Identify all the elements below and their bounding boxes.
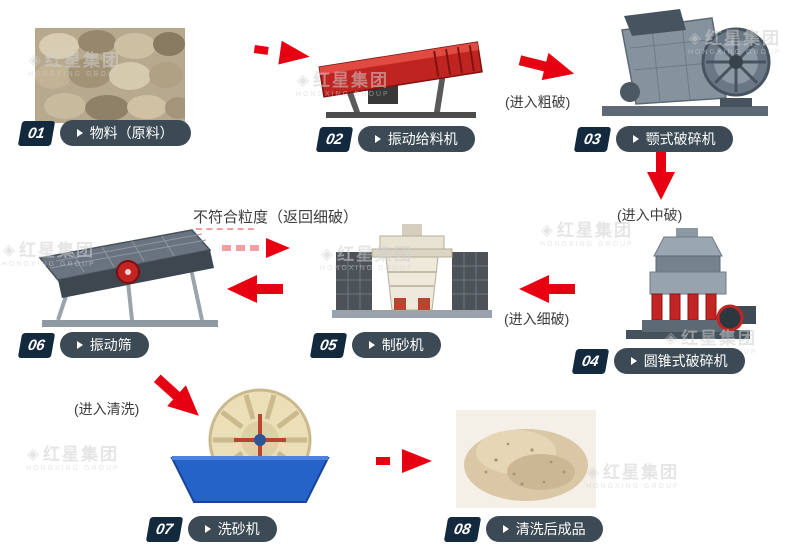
- annotation-enter-washing: (进入清洗): [74, 401, 140, 417]
- node-label: 振动筛: [59, 332, 149, 358]
- node-label: 颚式破碎机: [615, 126, 733, 152]
- node-label-text: 振动给料机: [387, 131, 458, 147]
- node-label-text: 圆锥式破碎机: [643, 353, 728, 369]
- node-label: 制砂机: [351, 332, 441, 358]
- node-tag-02: 02 振动给料机: [315, 126, 475, 152]
- arrow-02-03: [516, 44, 579, 91]
- cone-crusher-illustration: [612, 226, 764, 344]
- node-label: 物料（原料）: [59, 120, 191, 146]
- vibrating-screen-illustration: [32, 220, 226, 330]
- arrow-05-06: [227, 272, 283, 306]
- node-tag-04: 04 圆锥式破碎机: [571, 348, 745, 374]
- chevron-icon: [368, 341, 375, 349]
- arrow-03-04: [644, 148, 678, 200]
- node-tag-01: 01 物料（原料）: [17, 120, 191, 146]
- node-tag-05: 05 制砂机: [309, 332, 441, 358]
- chevron-icon: [630, 357, 637, 365]
- node-number: 06: [17, 332, 55, 358]
- node-label-text: 制砂机: [381, 337, 424, 353]
- annotation-enter-fine-crushing: (进入细破): [504, 311, 570, 327]
- watermark: ◈红星集团 HONGXING GROUP: [26, 445, 120, 472]
- node-number: 07: [145, 516, 183, 542]
- node-label: 清洗后成品: [485, 516, 603, 542]
- node-label-text: 洗砂机: [217, 521, 260, 537]
- node-tag-07: 07 洗砂机: [145, 516, 277, 542]
- node-number: 04: [571, 348, 609, 374]
- arrow-01-02: [252, 34, 314, 72]
- annotation-enter-coarse-crushing: (进入粗破): [505, 94, 571, 110]
- node-label: 洗砂机: [187, 516, 277, 542]
- jaw-crusher-illustration: [594, 6, 776, 122]
- node-label-text: 颚式破碎机: [645, 131, 716, 147]
- washed-sand-photo: [456, 410, 596, 508]
- node-tag-06: 06 振动筛: [17, 332, 149, 358]
- vibrating-feeder-illustration: [308, 20, 496, 122]
- node-number: 02: [315, 126, 353, 152]
- arrow-return-06-05: [222, 236, 294, 260]
- annotation-enter-medium-crushing: (进入中破): [617, 207, 683, 223]
- node-label-text: 振动筛: [89, 337, 132, 353]
- node-number: 03: [573, 126, 611, 152]
- brand-diamond-icon: ◈: [26, 445, 40, 463]
- arrow-04-05: [519, 272, 575, 306]
- chevron-icon: [502, 525, 509, 533]
- node-label-text: 物料（原料）: [89, 125, 174, 141]
- raw-material-rocks-photo: [35, 28, 185, 123]
- node-label: 圆锥式破碎机: [613, 348, 745, 374]
- chevron-icon: [204, 525, 211, 533]
- chevron-icon: [76, 129, 83, 137]
- arrow-06-07: [146, 366, 210, 429]
- node-label: 振动给料机: [357, 126, 475, 152]
- node-label-text: 清洗后成品: [515, 521, 586, 537]
- node-number: 08: [443, 516, 481, 542]
- watermark: ◈红星集团 HONGXING GROUP: [586, 463, 680, 490]
- node-tag-08: 08 清洗后成品: [443, 516, 603, 542]
- node-number: 01: [17, 120, 55, 146]
- chevron-icon: [632, 135, 639, 143]
- node-number: 05: [309, 332, 347, 358]
- sand-washer-illustration: [168, 384, 336, 508]
- brand-diamond-icon: ◈: [540, 221, 554, 239]
- annotation-return-fine-crushing: 不符合粒度（返回细破）: [193, 209, 359, 226]
- chevron-icon: [374, 135, 381, 143]
- brand-diamond-icon: ◈: [2, 241, 16, 259]
- arrow-07-08: [376, 446, 434, 476]
- sand-making-machine-illustration: [328, 220, 496, 324]
- return-dashed-line: [196, 228, 254, 230]
- node-tag-03: 03 颚式破碎机: [573, 126, 733, 152]
- chevron-icon: [76, 341, 83, 349]
